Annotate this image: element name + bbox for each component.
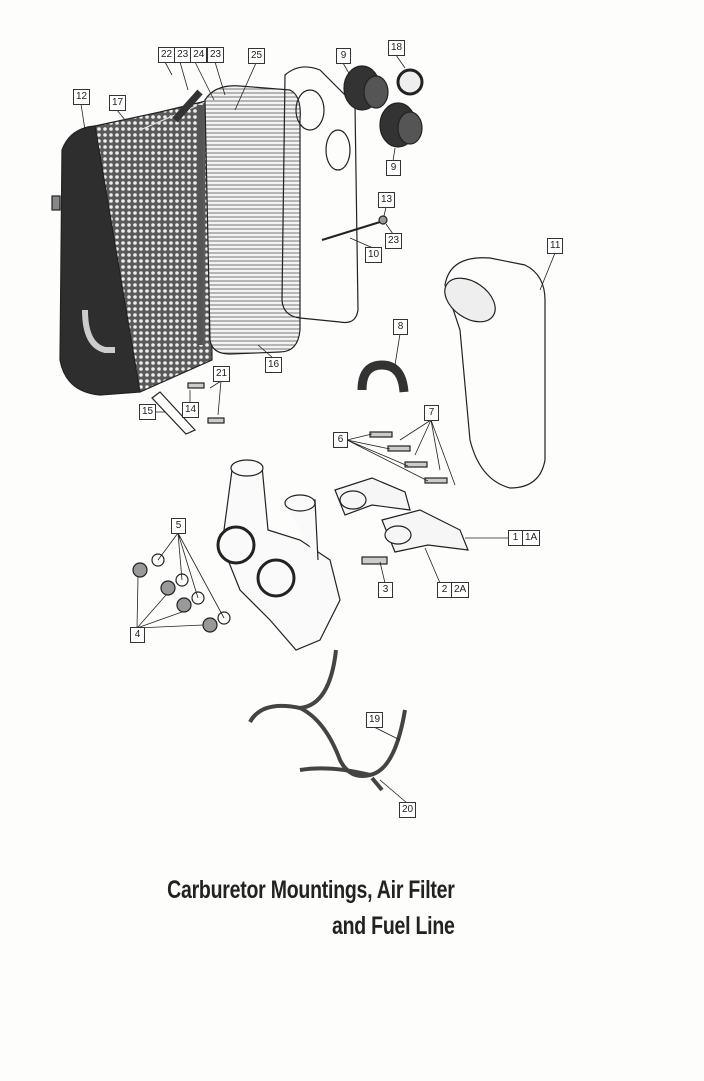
part-label-3: 3	[378, 582, 393, 598]
part-label-9: 9	[336, 48, 351, 64]
caption-line-2: and Fuel Line	[332, 912, 455, 940]
leader-lines	[80, 54, 556, 804]
part-label-2: 2	[437, 582, 451, 598]
washers-and-nuts	[132, 553, 231, 633]
part-label-10: 10	[365, 247, 383, 263]
part-label-17: 17	[109, 95, 127, 111]
part-label-1: 1	[508, 530, 522, 546]
part-label-4: 4	[130, 627, 145, 643]
label-group-2-2A: 2 2A	[437, 582, 470, 598]
rubber-boots	[343, 65, 424, 148]
part-label-6: 6	[333, 432, 348, 448]
part-label-25: 25	[248, 48, 266, 64]
air-filter-element	[197, 85, 301, 355]
part-label-7: 7	[424, 405, 439, 421]
part-label-2A: 2A	[451, 582, 470, 598]
part-label-18: 18	[388, 40, 406, 56]
carburetors	[216, 459, 341, 651]
gasket-plate	[281, 66, 359, 324]
part-label-23: 23	[207, 47, 225, 63]
part-label-13: 13	[378, 192, 396, 208]
part-label-19: 19	[366, 712, 384, 728]
part-label-15: 15	[139, 404, 157, 420]
part-label-8: 8	[393, 319, 408, 335]
diagram-caption: Carburetor Mountings, Air Filter and Fue…	[167, 872, 455, 944]
part-label-12: 12	[73, 89, 91, 105]
part-label-23: 23	[174, 47, 191, 63]
air-intake-cover	[444, 257, 546, 489]
part-label-16: 16	[265, 357, 283, 373]
intake-manifolds	[334, 477, 469, 553]
part-label-22: 22	[158, 47, 175, 63]
air-filter-housing	[51, 99, 213, 396]
part-label-21: 21	[213, 366, 231, 382]
u-hose	[357, 360, 409, 393]
bolts	[187, 382, 448, 565]
part-label-5: 5	[171, 518, 186, 534]
part-label-23: 23	[385, 233, 403, 249]
label-group-22-23-24: 22 23 24	[158, 47, 208, 63]
fuel-lines	[248, 649, 407, 792]
part-label-20: 20	[399, 802, 417, 818]
part-label-11: 11	[547, 238, 564, 254]
part-label-14: 14	[182, 402, 200, 418]
caption-line-1: Carburetor Mountings, Air Filter	[167, 876, 455, 904]
strap	[172, 89, 203, 123]
part-label-9: 9	[386, 160, 401, 176]
part-label-1A: 1A	[522, 530, 541, 546]
part-label-24: 24	[190, 47, 208, 63]
label-group-1-1A: 1 1A	[508, 530, 541, 546]
